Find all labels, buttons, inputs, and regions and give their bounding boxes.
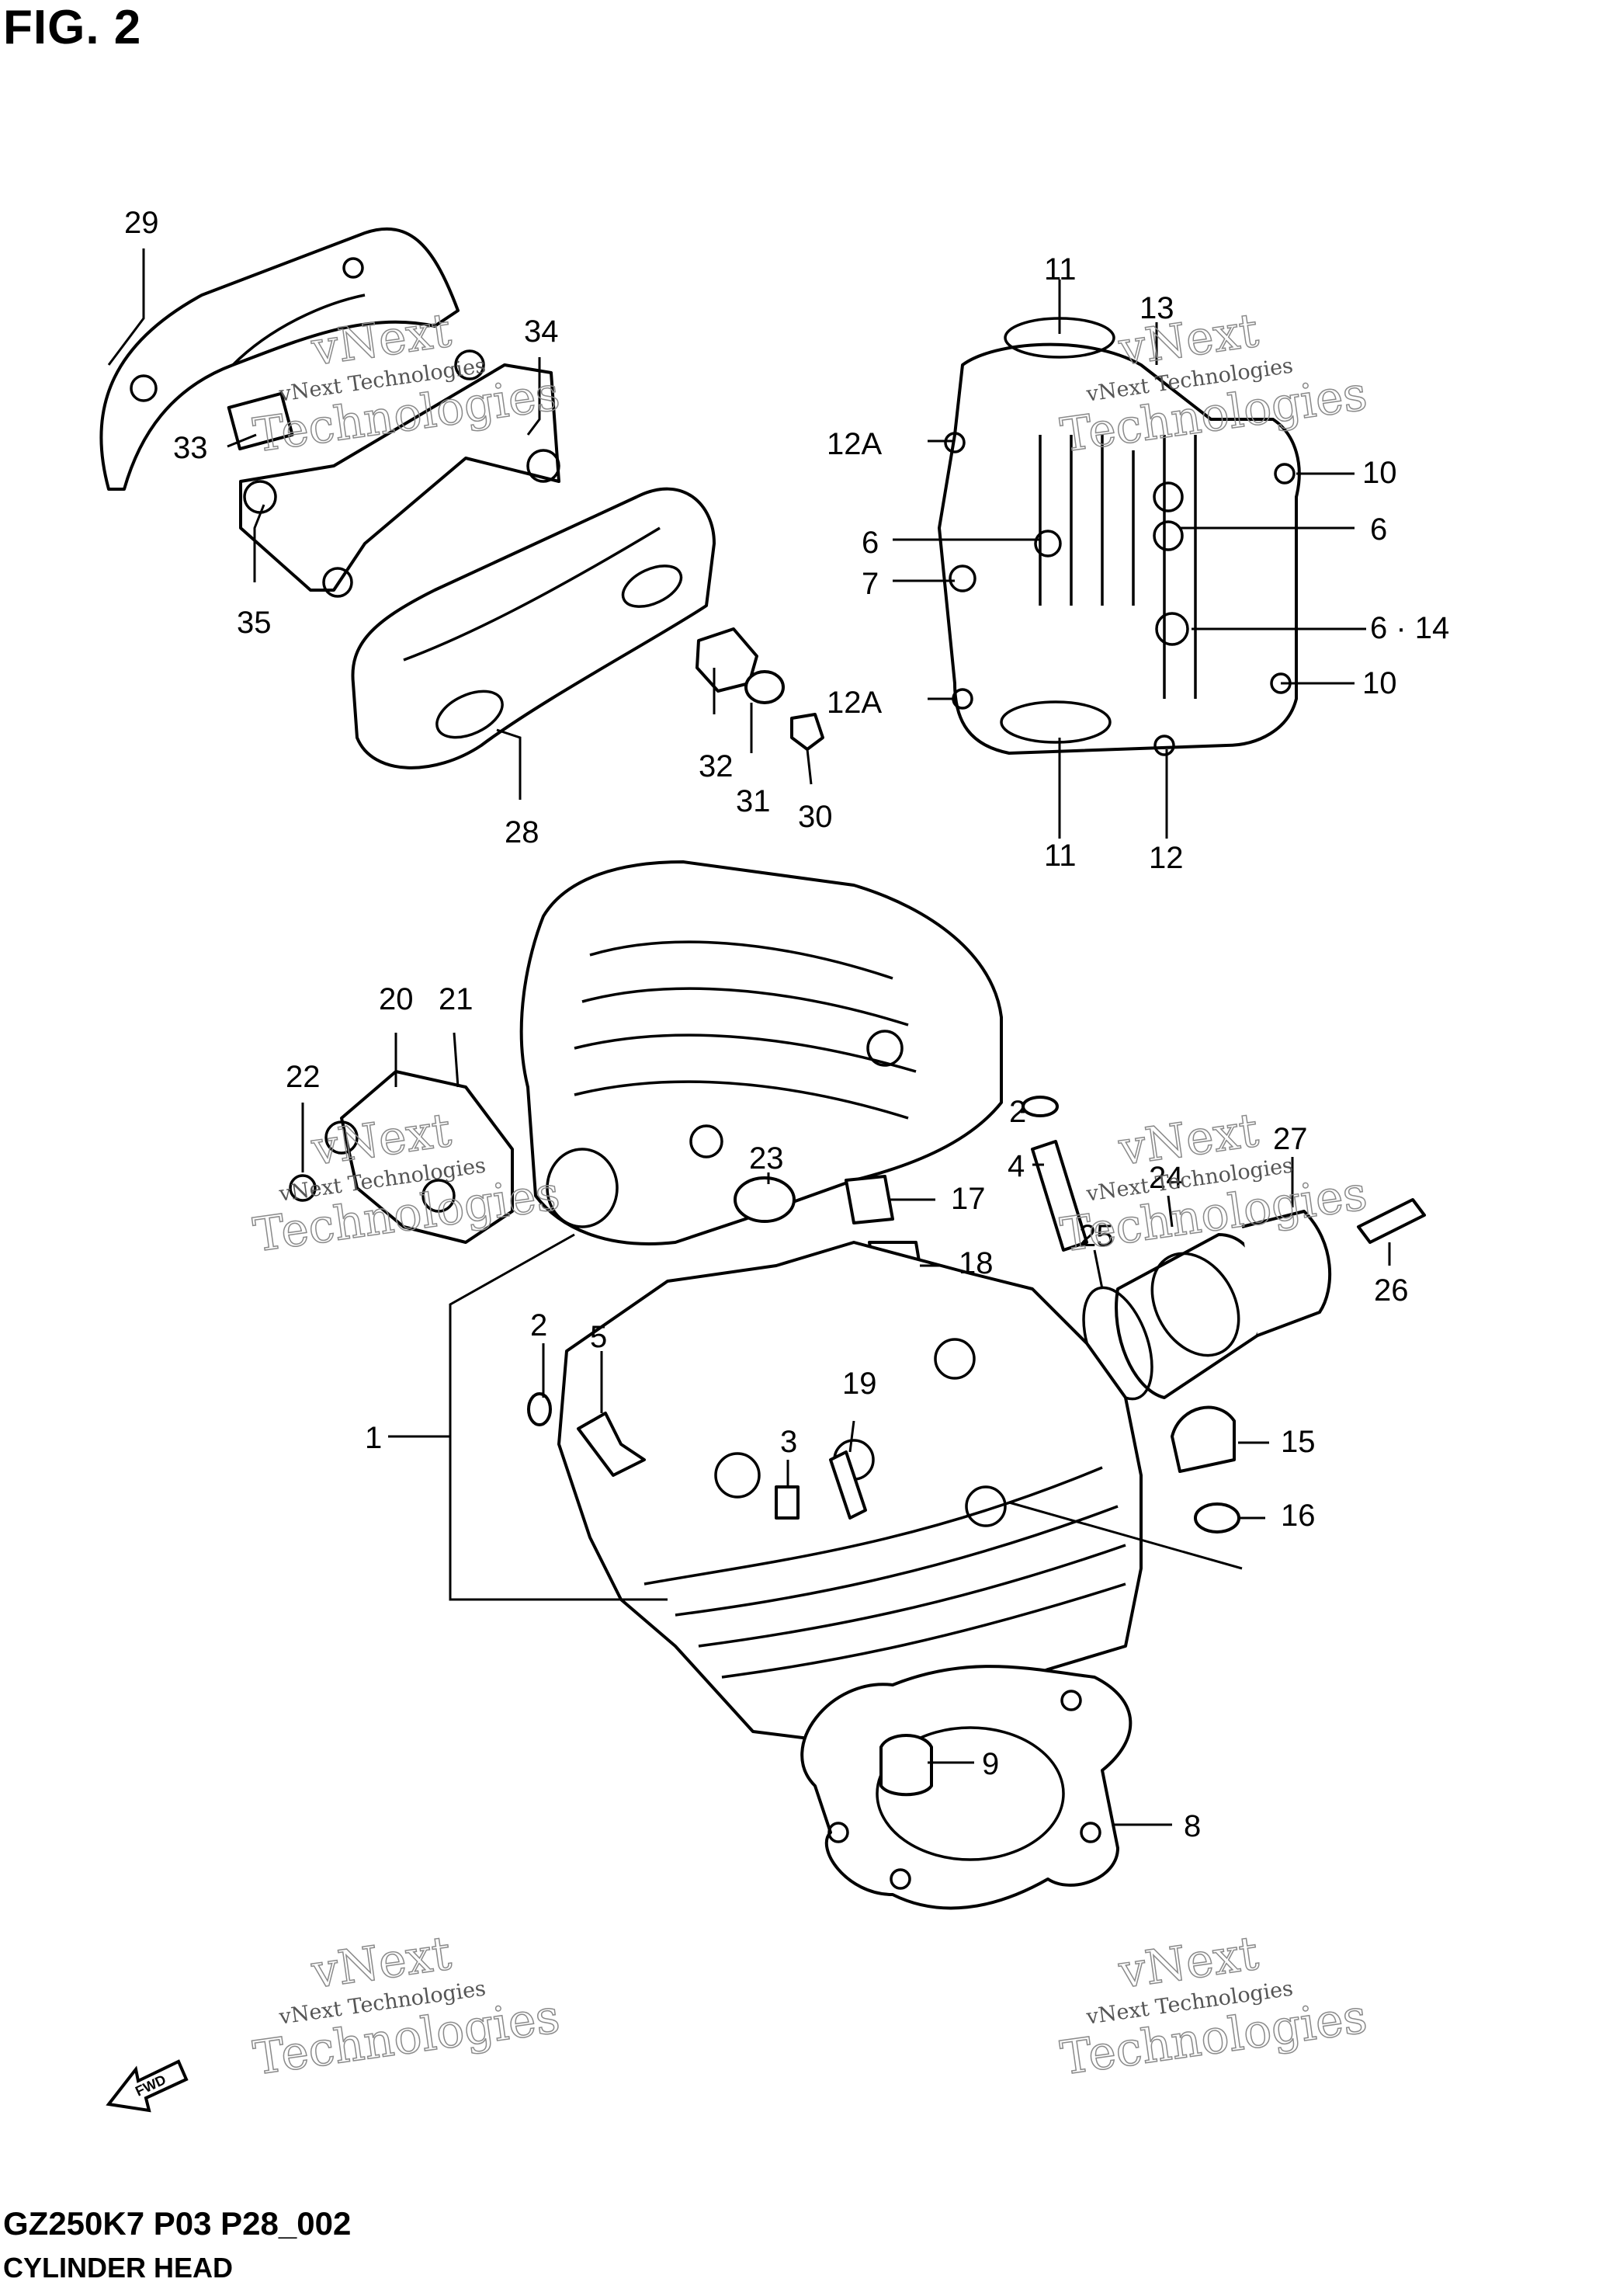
callout-2-mid: 2 (530, 1308, 547, 1343)
part-16-washer (1194, 1502, 1240, 1534)
part-20-21-plate (289, 1070, 514, 1244)
part-3-dowel (775, 1485, 800, 1520)
fwd-arrow: FWD (106, 2059, 189, 2113)
callout-33: 33 (173, 431, 208, 465)
callout-31: 31 (736, 784, 771, 818)
part-29-cover (99, 228, 460, 491)
watermark-lower-right: vNext vNext Technologies Technologies (1057, 1926, 1371, 2086)
callout-12A-top: 12A (827, 427, 882, 461)
callout-16: 16 (1281, 1499, 1316, 1533)
callout-27: 27 (1273, 1122, 1308, 1156)
part-19-spark-plug (829, 1450, 867, 1520)
callout-10-bottom: 10 (1362, 666, 1397, 700)
watermark-middle-left: vNext vNext Technologies Technologies (250, 1103, 564, 1263)
callout-29: 29 (124, 206, 159, 240)
callout-2-top: 2 (1009, 1095, 1026, 1129)
part-17-cap (845, 1175, 894, 1224)
diagram-code: GZ250K7 P03 P28_002 (3, 2205, 352, 2242)
parts-15-16 (1171, 1405, 1240, 1534)
part-31-washer (744, 670, 785, 704)
callout-19: 19 (842, 1367, 877, 1401)
cylinder-head-main (527, 1241, 1143, 1741)
callout-12: 12 (1149, 841, 1184, 875)
callout-28: 28 (505, 815, 539, 849)
part-8-gasket (800, 1665, 1133, 1910)
callout-22: 22 (286, 1060, 321, 1094)
callout-6-left: 6 (862, 526, 879, 560)
callout-24: 24 (1149, 1161, 1184, 1195)
part-23-seal (734, 1176, 796, 1223)
callout-8: 8 (1184, 1809, 1201, 1843)
part-5-stud (577, 1412, 646, 1477)
callout-10-top: 10 (1362, 456, 1397, 490)
callout-17: 17 (951, 1182, 986, 1216)
part-9-dowel (879, 1734, 933, 1797)
part-34-bracket (227, 349, 560, 598)
callout-11-bottom: 11 (1044, 839, 1077, 873)
callout-13: 13 (1140, 291, 1174, 325)
callout-34: 34 (524, 314, 559, 349)
callout-3: 3 (780, 1425, 797, 1459)
callout-15: 15 (1281, 1425, 1316, 1459)
figure-title: FIG. 2 (3, 1, 142, 54)
head-cover-assembly (938, 317, 1301, 756)
leader-lines (107, 248, 1391, 1826)
callout-20: 20 (379, 982, 414, 1016)
watermark-lower-left: vNext vNext Technologies Technologies (250, 1926, 564, 2086)
callout-26: 26 (1374, 1273, 1409, 1308)
part-22-bolt (289, 1174, 317, 1202)
part-27-clamp (1241, 1210, 1332, 1337)
watermark-middle-right: vNext vNext Technologies Technologies (1057, 1103, 1371, 1263)
part-2-clip (1022, 1096, 1059, 1117)
cylinder-head-upper (519, 860, 1003, 1245)
part-4-guide (1031, 1140, 1088, 1252)
callout-30: 30 (798, 800, 833, 834)
part-28-valve-cover (351, 487, 716, 769)
part-15-nut (1171, 1405, 1236, 1473)
part-2-ring (527, 1392, 552, 1426)
diagram-caption: CYLINDER HEAD (3, 2252, 234, 2284)
callout-6-right: 6 (1370, 512, 1387, 547)
callout-12A-bottom: 12A (827, 686, 882, 720)
part-30-bolt (790, 713, 824, 751)
callout-35: 35 (237, 606, 272, 640)
callout-11-top: 11 (1044, 252, 1077, 287)
parts-30-32-fasteners (695, 627, 824, 751)
callout-4: 4 (1008, 1149, 1025, 1183)
callout-25: 25 (1079, 1219, 1114, 1253)
callout-1: 1 (365, 1421, 382, 1455)
callout-5: 5 (590, 1320, 607, 1354)
intake-pipe (1082, 1198, 1426, 1401)
part-33-block (227, 391, 294, 451)
callout-9: 9 (982, 1747, 999, 1781)
callout-6-14: 6 · 14 (1370, 611, 1449, 645)
callout-18: 18 (959, 1246, 994, 1280)
part-26-bolt (1357, 1198, 1426, 1244)
callout-7: 7 (862, 567, 879, 601)
callout-21: 21 (439, 982, 473, 1016)
callout-32: 32 (699, 749, 734, 783)
callout-23: 23 (749, 1141, 784, 1176)
callout-labels: 29 33 34 35 28 32 31 30 11 13 12A 6 7 12… (124, 206, 1449, 1843)
